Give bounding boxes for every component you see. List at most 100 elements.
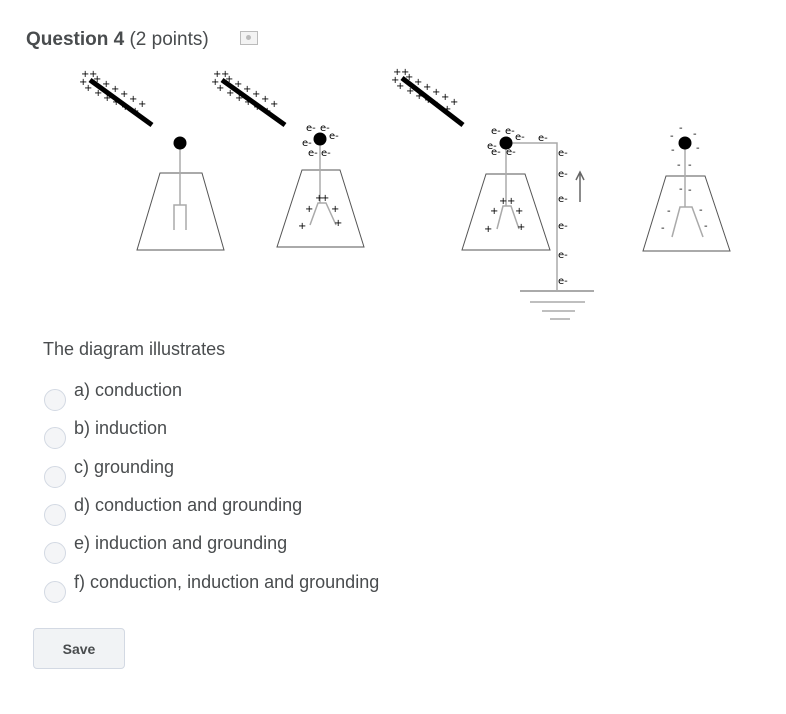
charged-rods: [88, 76, 465, 128]
positive-charge: +: [253, 102, 261, 113]
positive-charge: +: [235, 93, 243, 104]
answer-option[interactable]: d) conduction and grounding: [44, 494, 303, 526]
radio-button[interactable]: [44, 542, 66, 565]
positive-charge: +: [234, 79, 242, 90]
electron-charge: e-: [491, 147, 501, 158]
positive-charge: +: [331, 204, 339, 215]
electron-charge: e-: [558, 221, 568, 232]
negative-charge: -: [704, 221, 708, 232]
electroscope-sphere: [313, 132, 327, 146]
positive-charge: +: [321, 193, 329, 204]
positive-charge: +: [391, 75, 399, 86]
radio-button[interactable]: [44, 427, 66, 450]
positive-charge: +: [405, 72, 413, 83]
positive-charge: +: [120, 89, 128, 100]
positive-charge: +: [305, 204, 313, 215]
radio-button[interactable]: [44, 580, 66, 603]
electroscope-sphere: [173, 136, 187, 150]
leaves: [496, 205, 520, 230]
positive-charge: +: [423, 82, 431, 93]
positive-charge: +: [244, 97, 252, 108]
electron-charge: e-: [558, 148, 568, 159]
positive-charge: +: [138, 99, 146, 110]
radio-button[interactable]: [44, 465, 66, 488]
electron-charge: e-: [491, 126, 501, 137]
option-label: f) conduction, induction and grounding: [74, 571, 380, 592]
electron-charge: e-: [306, 123, 316, 134]
positive-charge: +: [103, 93, 111, 104]
electroscope-body: [642, 175, 731, 252]
positive-charge: +: [81, 69, 89, 80]
positive-charge: +: [121, 102, 129, 113]
positive-charge: +: [441, 92, 449, 103]
positive-charge: +: [93, 74, 101, 85]
leaves: [309, 202, 337, 226]
positive-charge: +: [443, 104, 451, 115]
save-button[interactable]: Save: [33, 628, 125, 669]
positive-charge: +: [334, 218, 342, 229]
positive-charge: +: [499, 196, 507, 207]
positive-charge: +: [94, 88, 102, 99]
positive-charge: +: [226, 88, 234, 99]
negative-charge: -: [688, 185, 692, 196]
negative-charge: -: [699, 205, 703, 216]
electroscope-body: [136, 172, 225, 251]
positive-charge: +: [490, 206, 498, 217]
answer-option[interactable]: c) grounding: [44, 457, 174, 488]
negative-charge: -: [696, 143, 700, 154]
radio-button[interactable]: [44, 503, 66, 526]
negative-charge: -: [661, 223, 665, 234]
image-icon[interactable]: [240, 31, 258, 45]
positive-charge: +: [111, 84, 119, 95]
positive-charge: +: [433, 100, 441, 111]
positive-charge: +: [263, 106, 271, 117]
positive-charge: +: [406, 86, 414, 97]
positive-charge: +: [401, 67, 409, 78]
option-label: a) conduction: [74, 380, 183, 400]
electron-charge: e-: [329, 131, 339, 142]
negative-charge: -: [693, 129, 697, 140]
positive-charge: +: [393, 67, 401, 78]
positive-charge: +: [243, 84, 251, 95]
electron-charge: e-: [558, 250, 568, 261]
answer-option[interactable]: b) induction: [44, 418, 167, 450]
radio-button[interactable]: [44, 389, 66, 411]
electroscope-body: [276, 169, 365, 248]
positive-charge: +: [129, 94, 137, 105]
positive-charge: +: [216, 83, 224, 94]
question-prompt: The diagram illustrates: [43, 339, 226, 359]
electron-charge: e-: [558, 194, 568, 205]
positive-charge: +: [415, 91, 423, 102]
positive-charge: +: [396, 81, 404, 92]
answer-option[interactable]: a) conduction: [44, 380, 183, 411]
positive-charge: +: [112, 97, 120, 108]
answer-option[interactable]: f) conduction, induction and grounding: [44, 571, 380, 603]
positive-charge: +: [507, 196, 515, 207]
positive-charge: +: [79, 77, 87, 88]
positive-charge: +: [414, 77, 422, 88]
positive-charge: +: [225, 74, 233, 85]
positive-charge: +: [450, 97, 458, 108]
positive-charge: +: [213, 69, 221, 80]
option-label: d) conduction and grounding: [74, 494, 303, 515]
charged-rod: [220, 77, 287, 128]
positive-charge: +: [261, 94, 269, 105]
positive-charge: +: [432, 87, 440, 98]
negative-charge: -: [671, 145, 675, 156]
positive-charge: +: [517, 222, 525, 233]
positive-charge: +: [84, 83, 92, 94]
positive-charge: +: [515, 206, 523, 217]
charged-rod: [400, 76, 465, 127]
electron-charge: e-: [320, 123, 330, 134]
positive-charge: +: [270, 99, 278, 110]
electron-charge: e-: [505, 126, 515, 137]
electron-charge: e-: [487, 141, 497, 152]
positive-charge: +: [221, 69, 229, 80]
electron-charge: e-: [558, 169, 568, 180]
charged-rod: [88, 77, 154, 128]
positive-charge: +: [252, 89, 260, 100]
negative-charge: -: [679, 123, 683, 134]
electroscope-sphere: [678, 136, 692, 150]
answer-option[interactable]: e) induction and grounding: [44, 533, 287, 565]
question-title: Question 4: [26, 29, 125, 50]
